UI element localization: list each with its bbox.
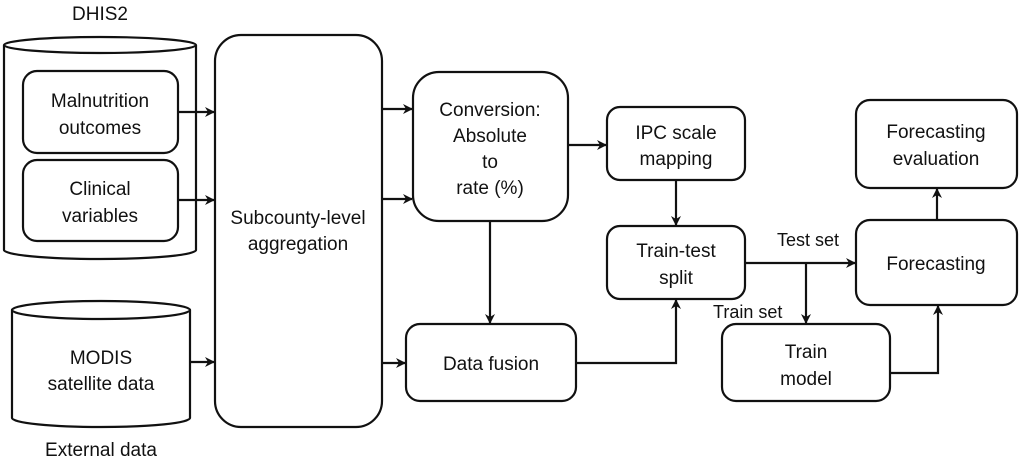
- svg-text:Absolute: Absolute: [453, 126, 527, 147]
- svg-text:rate (%): rate (%): [456, 178, 524, 199]
- svg-text:to: to: [482, 152, 498, 173]
- svg-text:Clinical: Clinical: [69, 179, 130, 200]
- node-train-test-split[interactable]: Train-test split: [605, 224, 747, 301]
- svg-text:mapping: mapping: [640, 149, 713, 170]
- node-modis-satellite-data[interactable]: MODIS satellite data: [10, 299, 192, 429]
- svg-text:outcomes: outcomes: [59, 118, 141, 139]
- svg-text:Subcounty-level: Subcounty-level: [230, 208, 365, 229]
- svg-text:Data fusion: Data fusion: [443, 354, 539, 375]
- svg-text:Malnutrition: Malnutrition: [51, 91, 149, 112]
- svg-text:IPC scale: IPC scale: [635, 123, 716, 144]
- svg-text:Forecasting: Forecasting: [886, 122, 985, 143]
- edge-label-train-set: Train set: [713, 302, 782, 322]
- svg-text:split: split: [659, 268, 694, 289]
- node-forecasting-evaluation[interactable]: Forecasting evaluation: [854, 98, 1019, 190]
- svg-text:model: model: [780, 369, 832, 390]
- node-conversion[interactable]: Conversion: Absolute to rate (%): [411, 70, 570, 223]
- edge-train-model-to-forecasting: [890, 305, 943, 375]
- node-data-fusion[interactable]: Data fusion: [404, 322, 578, 403]
- svg-text:Train-test: Train-test: [636, 241, 716, 262]
- external-data-caption: External data: [45, 440, 157, 461]
- node-train-model[interactable]: Train model: [720, 322, 892, 403]
- dhis2-caption: DHIS2: [72, 4, 128, 25]
- edge-label-test-set: Test set: [777, 230, 839, 250]
- node-ipc-scale-mapping[interactable]: IPC scale mapping: [605, 105, 747, 182]
- svg-text:aggregation: aggregation: [248, 234, 348, 255]
- svg-text:satellite data: satellite data: [48, 374, 155, 395]
- node-clinical-variables[interactable]: Clinical variables: [21, 158, 180, 243]
- svg-text:variables: variables: [62, 206, 138, 227]
- svg-text:Train: Train: [785, 342, 828, 363]
- svg-text:evaluation: evaluation: [893, 149, 980, 170]
- edge-fusion-to-split: [576, 299, 681, 365]
- node-forecasting[interactable]: Forecasting: [854, 218, 1019, 307]
- svg-text:Forecasting: Forecasting: [886, 254, 985, 275]
- node-subcounty-aggregation[interactable]: Subcounty-level aggregation: [213, 33, 384, 429]
- svg-text:MODIS: MODIS: [70, 348, 132, 369]
- node-malnutrition-outcomes[interactable]: Malnutrition outcomes: [21, 69, 180, 155]
- svg-text:Conversion:: Conversion:: [439, 100, 540, 121]
